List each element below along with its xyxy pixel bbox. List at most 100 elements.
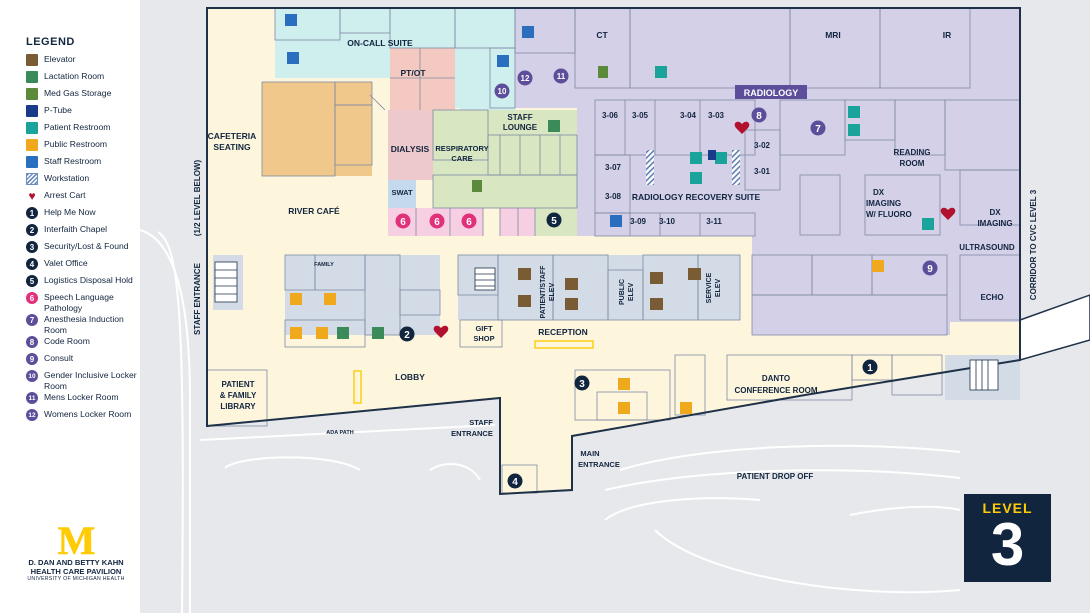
elevator-icon [650, 272, 663, 284]
public-restroom-icon [680, 402, 692, 414]
site-roads [139, 229, 961, 613]
legend-item: Staff Restroom [26, 156, 144, 173]
legend-label: Code Room [44, 336, 90, 346]
marker-consult: 9 [922, 260, 938, 276]
brand-line-3: UNIVERSITY OF MICHIGAN HEALTH [27, 576, 125, 582]
label-staff-lounge-2: LOUNGE [503, 123, 538, 132]
label-pt-ot: PT/OT [400, 68, 426, 78]
legend-number-marker: 9 [26, 353, 38, 365]
swat-zone [388, 180, 416, 208]
marker-interfaith-chapel: 2 [399, 326, 415, 342]
legend-label: Public Restroom [44, 139, 108, 149]
p-tube-icon [708, 150, 716, 160]
svg-text:4: 4 [512, 477, 518, 488]
label-dx-fluoro-1: DX [873, 188, 885, 197]
legend-item: 8 Code Room [26, 336, 144, 353]
legend-label: Speech Language Pathology [44, 292, 114, 313]
heart-icon [734, 121, 750, 134]
marker-help-me-now: 1 [862, 359, 878, 375]
elevator-icon [518, 268, 531, 280]
public-restroom-icon [618, 402, 630, 414]
svg-text:8: 8 [756, 111, 762, 122]
label-dx-imaging-2: IMAGING [977, 219, 1012, 228]
label-staff-entrance-south-1: STAFF [469, 418, 493, 427]
svg-text:6: 6 [434, 217, 440, 228]
svg-text:10: 10 [498, 87, 507, 96]
legend-label: Valet Office [44, 258, 88, 268]
public-restroom-icon [324, 293, 336, 305]
legend-number-marker: 5 [26, 275, 38, 287]
label-staff-lounge-1: STAFF [507, 113, 532, 122]
elevator-icon [688, 268, 701, 280]
svg-text:5: 5 [551, 216, 557, 227]
chapel-core [285, 255, 440, 335]
level-badge: LEVEL 3 [964, 494, 1051, 582]
label-respiratory-2: CARE [451, 154, 472, 163]
legend-label: Workstation [44, 173, 90, 183]
legend-number-marker: 1 [26, 207, 38, 219]
legend-item: Patient Restroom [26, 122, 144, 139]
legend-item: 1 Help Me Now [26, 207, 144, 224]
brand-block: M D. DAN AND BETTY KAHN HEALTH CARE PAVI… [22, 520, 130, 582]
legend-label: Mens Locker Room [44, 392, 119, 402]
staff-restroom-icon [287, 52, 299, 64]
patient-restroom-icon [922, 218, 934, 230]
level-word: LEVEL [982, 500, 1033, 516]
legend-label: Help Me Now [44, 207, 96, 217]
workstation-hatch [732, 150, 740, 185]
legend-label: Interfaith Chapel [44, 224, 108, 234]
room-3-08: 3-08 [605, 192, 622, 201]
legend-label: Gender Inclusive Locker Room [44, 370, 137, 391]
heart-icon [940, 207, 956, 220]
numbered-markers: 1 2 3 4 5 6 6 6 7 8 9 10 11 12 [395, 68, 938, 489]
med-gas-icon [598, 66, 608, 78]
room-3-11: 3-11 [706, 217, 722, 226]
med-gas-icon [26, 88, 38, 100]
legend-number-marker: 10 [26, 370, 38, 382]
label-dx-fluoro-3: W/ FLUORO [866, 210, 912, 219]
public-restroom-icon [872, 260, 884, 272]
marker-valet-office: 4 [507, 473, 523, 489]
label-service-elev-2: ELEV [715, 279, 722, 298]
brand-line-1: D. DAN AND BETTY KAHN [28, 558, 124, 567]
public-restroom-icon [26, 139, 38, 151]
room-3-09: 3-09 [630, 217, 647, 226]
room-3-06: 3-06 [602, 111, 619, 120]
label-dialysis: DIALYSIS [391, 144, 430, 154]
label-patient-drop-off: PATIENT DROP OFF [737, 472, 814, 481]
staff-restroom-icon [26, 156, 38, 168]
p-tube-icon [26, 105, 38, 117]
label-ir: IR [943, 30, 952, 40]
elevator-icon [565, 278, 578, 290]
svg-text:6: 6 [466, 217, 472, 228]
label-ct: CT [596, 30, 608, 40]
legend-label: Womens Locker Room [44, 409, 132, 419]
marker-speech-1: 6 [395, 213, 411, 229]
room-3-03: 3-03 [708, 111, 725, 120]
lactation-icon [337, 327, 349, 339]
label-cafeteria-1: CAFETERIA [208, 131, 257, 141]
legend-number-marker: 8 [26, 336, 38, 348]
label-on-call-suite: ON-CALL SUITE [347, 38, 413, 48]
room-3-10: 3-10 [659, 217, 676, 226]
restrooms [285, 14, 934, 414]
legend-number-marker: 6 [26, 292, 38, 304]
patient-restroom-icon [848, 106, 860, 118]
label-half-level: (1/2 LEVEL BELOW) [193, 160, 202, 237]
label-staff-entrance-west: STAFF ENTRANCE [193, 262, 202, 335]
legend-label: Anesthesia Induction Room [44, 314, 124, 335]
legend-item: Lactation Room [26, 71, 144, 88]
radiology-banner [735, 85, 807, 99]
label-danto-1: DANTO [762, 374, 790, 383]
legend-label: Lactation Room [44, 71, 105, 81]
patient-restroom-icon [655, 66, 667, 78]
legend-number-marker: 7 [26, 314, 38, 326]
legend-number-marker: 3 [26, 241, 38, 253]
legend-item: 6 Speech Language Pathology [26, 292, 144, 314]
reception-desk [534, 340, 594, 349]
elevator-icon [650, 298, 663, 310]
